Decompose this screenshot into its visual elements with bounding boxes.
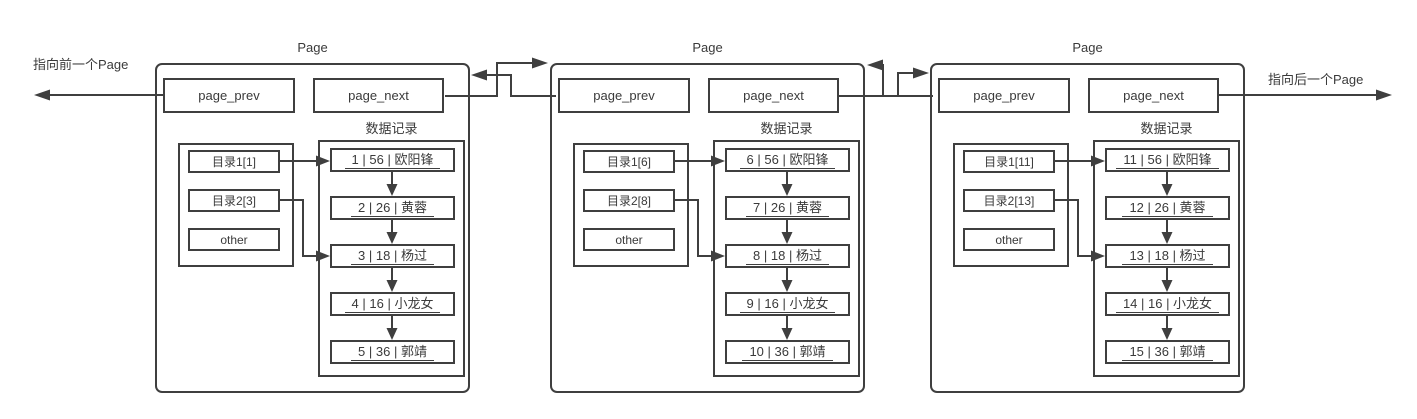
page-prev-field: page_prev: [938, 78, 1070, 113]
data-record: 13 | 18 | 杨过: [1105, 244, 1230, 268]
page-title: Page: [692, 40, 723, 55]
record-text: 13 | 18 | 杨过: [1122, 248, 1213, 265]
page-next-field: page_next: [313, 78, 444, 113]
data-record: 7 | 26 | 黄蓉: [725, 196, 850, 220]
data-record: 6 | 56 | 欧阳锋: [725, 148, 850, 172]
record-text: 14 | 16 | 小龙女: [1115, 296, 1220, 313]
record-text: 4 | 16 | 小龙女: [344, 296, 441, 313]
record-text: 5 | 36 | 郭靖: [351, 344, 434, 361]
record-text: 11 | 56 | 欧阳锋: [1116, 152, 1219, 169]
records-title: 数据记录: [1140, 121, 1193, 136]
data-record: 1 | 56 | 欧阳锋: [330, 148, 455, 172]
record-text: 10 | 36 | 郭靖: [742, 344, 833, 361]
directory-entry: other: [963, 228, 1055, 251]
data-record: 14 | 16 | 小龙女: [1105, 292, 1230, 316]
page-next-field: page_next: [708, 78, 839, 113]
directory-entry: 目录2[8]: [583, 189, 675, 212]
data-record: 8 | 18 | 杨过: [725, 244, 850, 268]
record-text: 15 | 36 | 郭靖: [1122, 344, 1213, 361]
page-box-2: Page page_prev page_next 数据记录 目录1[6] 目录2…: [550, 40, 865, 393]
arrow-page3-prev-to-page2: [867, 59, 933, 97]
directory-entry: 目录1[6]: [583, 150, 675, 173]
records-title: 数据记录: [365, 121, 418, 136]
record-text: 9 | 16 | 小龙女: [739, 296, 836, 313]
data-record: 3 | 18 | 杨过: [330, 244, 455, 268]
directory-entry: 目录2[13]: [963, 189, 1055, 212]
record-text: 1 | 56 | 欧阳锋: [344, 152, 441, 169]
records-title: 数据记录: [760, 121, 813, 136]
next-page-pointer-label: 指向后一个Page: [1268, 72, 1364, 87]
page-next-field: page_next: [1088, 78, 1219, 113]
arrow-page2-prev-to-page1: [471, 69, 556, 97]
data-record: 12 | 26 | 黄蓉: [1105, 196, 1230, 220]
directory-entry: 目录2[3]: [188, 189, 280, 212]
record-text: 8 | 18 | 杨过: [746, 248, 829, 265]
page-box-1: Page page_prev page_next 数据记录 目录1[1] 目录2…: [155, 40, 470, 393]
directory-entry: other: [188, 228, 280, 251]
prev-page-pointer-label: 指向前一个Page: [33, 57, 129, 72]
page-prev-field: page_prev: [558, 78, 690, 113]
page-title: Page: [1072, 40, 1103, 55]
record-text: 2 | 26 | 黄蓉: [351, 200, 434, 217]
data-record: 4 | 16 | 小龙女: [330, 292, 455, 316]
page-title: Page: [297, 40, 328, 55]
directory-entry: other: [583, 228, 675, 251]
record-text: 6 | 56 | 欧阳锋: [739, 152, 836, 169]
data-record: 5 | 36 | 郭靖: [330, 340, 455, 364]
data-record: 10 | 36 | 郭靖: [725, 340, 850, 364]
directory-entry: 目录1[1]: [188, 150, 280, 173]
page-prev-field: page_prev: [163, 78, 295, 113]
data-record: 2 | 26 | 黄蓉: [330, 196, 455, 220]
data-record: 9 | 16 | 小龙女: [725, 292, 850, 316]
record-text: 12 | 26 | 黄蓉: [1122, 200, 1213, 217]
data-record: 11 | 56 | 欧阳锋: [1105, 148, 1230, 172]
directory-entry: 目录1[11]: [963, 150, 1055, 173]
record-text: 7 | 26 | 黄蓉: [746, 200, 829, 217]
arrow-to-previous-page: [34, 89, 163, 101]
record-text: 3 | 18 | 杨过: [351, 248, 434, 265]
page-box-3: Page page_prev page_next 数据记录 目录1[11] 目录…: [930, 40, 1245, 393]
data-record: 15 | 36 | 郭靖: [1105, 340, 1230, 364]
